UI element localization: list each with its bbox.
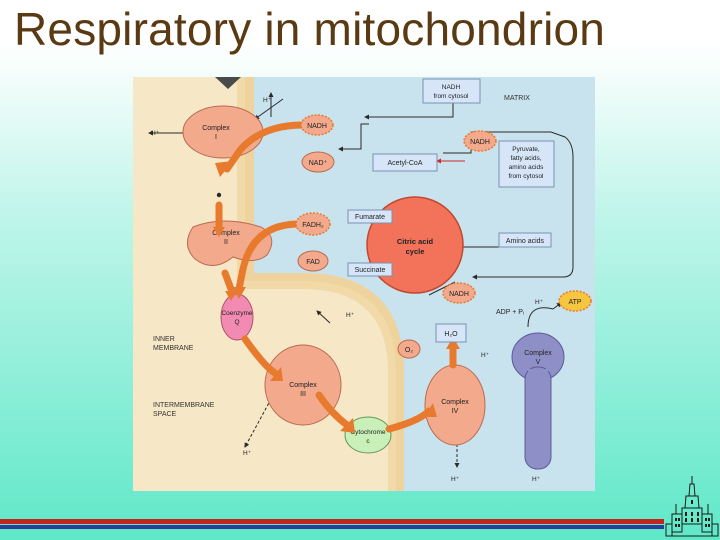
coenzyme-q-label-2: Q (234, 319, 239, 326)
pyruvate-label-3: amino acids (509, 164, 544, 171)
complex-3-label-2: III (300, 391, 306, 398)
citric-acid-cycle-label-2: cycle (406, 247, 425, 256)
fad-label: FAD (306, 259, 320, 266)
coenzyme-q (220, 293, 254, 341)
nadh-top (300, 114, 334, 136)
h-plus-1: H⁺ (263, 97, 272, 104)
fadh2-label: FADH₂ (302, 222, 324, 229)
complex-4-label-2: IV (452, 408, 459, 415)
h-plus-4: H⁺ (535, 299, 544, 306)
slide-title: Respiratory in mitochondrion (14, 3, 606, 55)
fadh2 (295, 212, 331, 236)
citric-acid-cycle-label-1: Citric acid (397, 237, 434, 246)
nadh-top-label: NADH (307, 123, 327, 130)
matrix-label: MATRIX (504, 95, 530, 102)
complex-5-label-2: V (536, 359, 541, 366)
nadh-cycle (442, 282, 476, 304)
complex-1-label-2: I (215, 134, 217, 141)
nadh-matrix (463, 130, 497, 152)
complex-4-label-1: Complex (441, 399, 469, 406)
h-plus-7: H⁺ (451, 476, 460, 483)
coenzyme-q-label-1: Coenzyme (221, 310, 252, 317)
pyruvate-label-2: fatty acids, (510, 155, 541, 162)
pointer-triangle-icon (215, 77, 241, 89)
nadh-cytosol-box (422, 78, 481, 104)
h-plus-5: H⁺ (481, 352, 490, 359)
atp-label: ATP (568, 299, 581, 306)
footer-rule-blue (0, 525, 664, 529)
complex-5-label-1: Complex (524, 350, 552, 357)
nad-plus (301, 151, 335, 173)
fumarate-label: Fumarate (355, 214, 385, 221)
complex-2 (187, 220, 273, 266)
electron-dot (216, 192, 222, 198)
succinate-label: Succinate (355, 267, 386, 274)
cytochrome-c (344, 416, 392, 454)
h-plus-6: H⁺ (243, 450, 252, 457)
intermembrane-space-label-1: INTERMEMBRANE (153, 402, 215, 409)
pyruvate-label-1: Pyruvate, (512, 146, 540, 153)
oxygen (397, 339, 421, 359)
footer-rule-red (0, 519, 664, 524)
amino-acids-label: Amino acids (506, 238, 545, 245)
inner-membrane-label-2: MEMBRANE (153, 345, 194, 352)
complex-2-label-1: Complex (212, 230, 240, 237)
acetyl-coa-box (372, 153, 438, 172)
mitochondrion-diagram: MATRIX INNER MEMBRANE INTERMEMBRANE SPAC… (133, 77, 595, 491)
nadh-matrix-label: NADH (470, 139, 490, 146)
cytochrome-c-label-2: c (366, 438, 370, 445)
inner-membrane-label-1: INNER (153, 336, 175, 343)
fad (297, 250, 329, 272)
h-plus-3: H⁺ (346, 312, 355, 319)
pyruvate-label-4: from cytosol (508, 173, 544, 180)
nad-plus-label: NAD⁺ (309, 160, 328, 167)
nadh-cytosol-label-1: NADH (442, 84, 461, 91)
fumarate-box (347, 209, 393, 224)
atp (558, 290, 592, 312)
adp-pi-label: ADP + Pᵢ (496, 309, 524, 316)
oxygen-label: O₂ (405, 347, 413, 354)
nadh-cycle-label: NADH (449, 291, 469, 298)
complex-3-label-1: Complex (289, 382, 317, 389)
amino-acids-box (498, 232, 552, 248)
acetyl-coa-label: Acetyl-CoA (387, 160, 422, 167)
building-logo-icon (665, 476, 719, 537)
pyruvate-box (498, 140, 555, 188)
h-plus-2: H⁺ (151, 130, 160, 137)
water-box (435, 323, 467, 343)
complex-2-label-2: II (224, 239, 228, 246)
succinate-box (347, 262, 393, 277)
nadh-cytosol-label-2: from cytosol (433, 93, 469, 100)
water-label: H₂O (444, 331, 458, 338)
intermembrane-space-label-2: SPACE (153, 411, 177, 418)
h-plus-8: H⁺ (532, 476, 541, 483)
complex-5 (511, 332, 565, 470)
cytochrome-c-label-1: Cytochrome (350, 429, 385, 436)
complex-1 (182, 105, 264, 159)
complex-1-label-1: Complex (202, 125, 230, 132)
